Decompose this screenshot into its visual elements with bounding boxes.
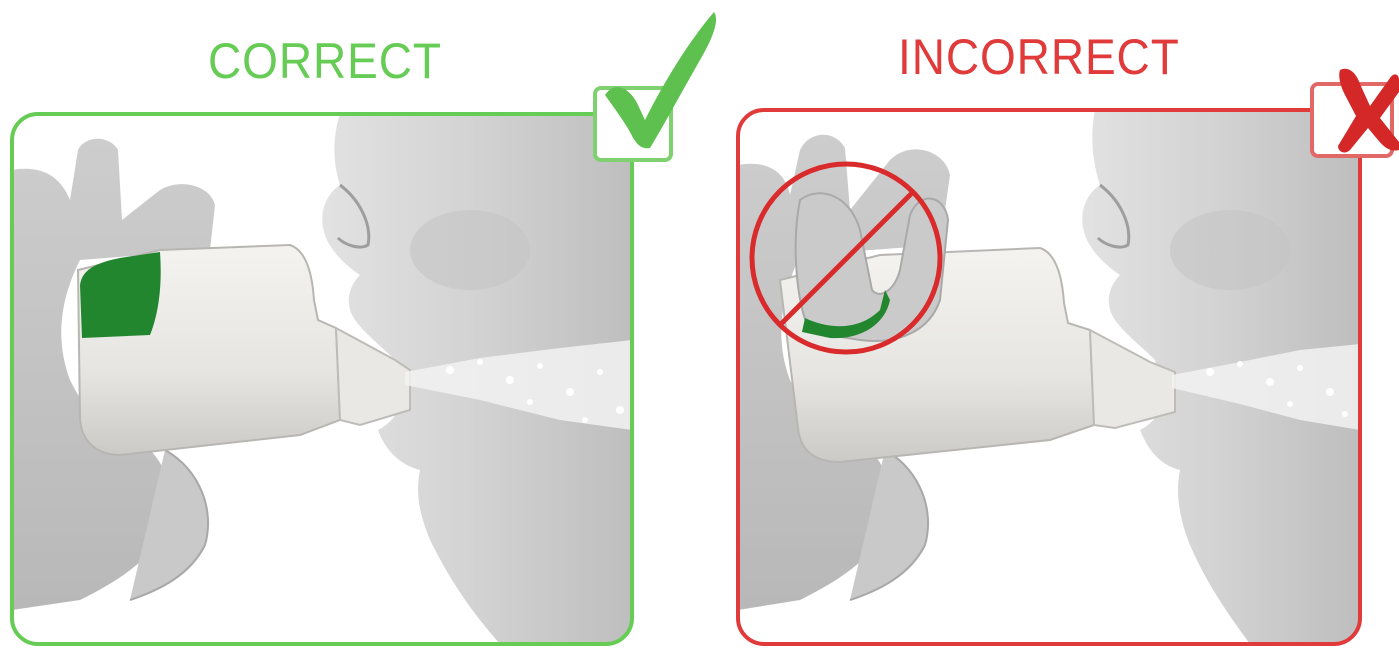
correct-panel [12, 12, 716, 644]
incorrect-panel [738, 69, 1399, 644]
